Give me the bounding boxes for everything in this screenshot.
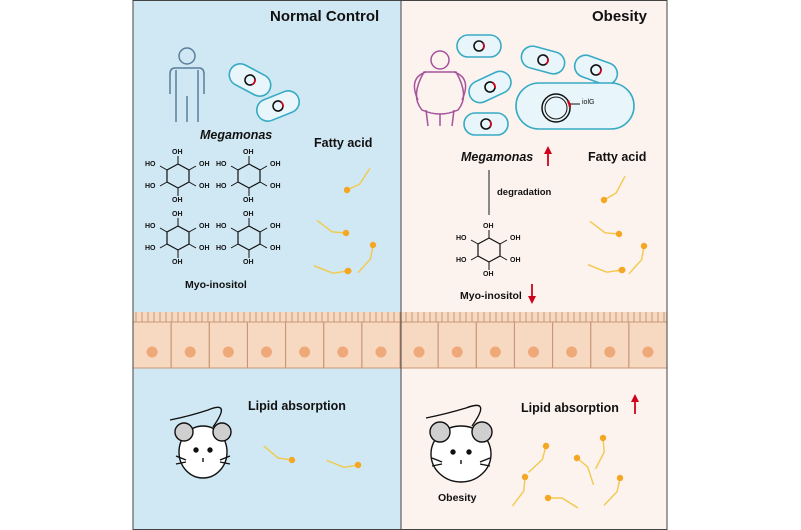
cell-nucleus (489, 346, 501, 358)
hydroxyl-label: OH (243, 211, 254, 218)
right-megamonas-label: Megamonas (461, 150, 534, 164)
inositol-down-arrow (528, 284, 536, 304)
hydroxyl-label: OH (270, 161, 281, 168)
hydroxyl-label: HO (456, 235, 467, 242)
mouse-obese-icon (425, 404, 493, 483)
obesity-mouse-label: Obesity (438, 492, 477, 504)
hydroxyl-label: HO (145, 223, 156, 230)
cell-nucleus (528, 346, 539, 358)
left-inositol-label: Myo-inositol (185, 279, 247, 291)
hydroxyl-label: OH (172, 149, 183, 156)
hydroxyl-label: HO (145, 245, 156, 252)
right-lipid-label: Lipid absorption (521, 401, 619, 415)
cell-nucleus (451, 346, 463, 358)
hydroxyl-label: OH (270, 223, 281, 230)
hydroxyl-label: OH (510, 257, 521, 264)
cell-nucleus (375, 346, 387, 358)
hydroxyl-label: HO (216, 161, 227, 168)
epithelial-cells (132, 321, 668, 369)
hydroxyl-label: HO (145, 183, 156, 190)
cell-nucleus (299, 346, 311, 358)
human-normal-icon (169, 47, 205, 122)
hydroxyl-label: HO (216, 183, 227, 190)
mouse-normal-icon (169, 406, 232, 479)
right-panel-title: Obesity (592, 8, 648, 25)
right-inositol-label: Myo-inositol (460, 290, 522, 302)
hydroxyl-label: OH (199, 183, 210, 190)
hydroxyl-label: HO (145, 161, 156, 168)
right-fatty-acid-label: Fatty acid (588, 150, 647, 164)
hydroxyl-label: OH (172, 259, 183, 266)
human-obese-icon (413, 50, 467, 127)
hydroxyl-label: OH (172, 211, 183, 218)
cell-nucleus (642, 346, 654, 358)
cell-nucleus (222, 346, 234, 358)
hydroxyl-label: OH (243, 259, 254, 266)
hydroxyl-label: OH (270, 183, 281, 190)
left-megamonas-label: Megamonas (200, 128, 273, 142)
cell-nucleus (184, 346, 196, 358)
cell-nucleus (413, 346, 425, 358)
hydroxyl-label: OH (243, 197, 254, 204)
hydroxyl-label: OH (199, 245, 210, 252)
hydroxyl-label: OH (483, 271, 494, 278)
hydroxyl-label: OH (199, 223, 210, 230)
cell-nucleus (337, 346, 349, 358)
left-panel-title: Normal Control (270, 8, 380, 25)
hydroxyl-label: OH (483, 223, 494, 230)
hydroxyl-label: HO (456, 257, 467, 264)
megamonas-up-arrow (544, 146, 552, 166)
left-lipid-label: Lipid absorption (248, 399, 346, 413)
bacterium (456, 34, 502, 58)
hydroxyl-label: OH (270, 245, 281, 252)
hydroxyl-label: OH (172, 197, 183, 204)
cell-nucleus (146, 346, 158, 358)
hydroxyl-label: OH (510, 235, 521, 242)
lipid-up-arrow (631, 394, 639, 414)
hydroxyl-label: OH (199, 161, 210, 168)
bacterium (463, 112, 509, 136)
hydroxyl-label: HO (216, 223, 227, 230)
degradation-label: degradation (497, 187, 552, 198)
large-bacterium-iolG (515, 82, 635, 130)
hydroxyl-label: OH (243, 149, 254, 156)
hydroxyl-label: HO (216, 245, 227, 252)
cell-nucleus (604, 346, 616, 358)
cell-nucleus (566, 346, 578, 358)
left-fatty-acid-label: Fatty acid (314, 136, 373, 150)
cell-nucleus (261, 346, 272, 358)
iolg-gene-label: iolG (582, 99, 595, 106)
